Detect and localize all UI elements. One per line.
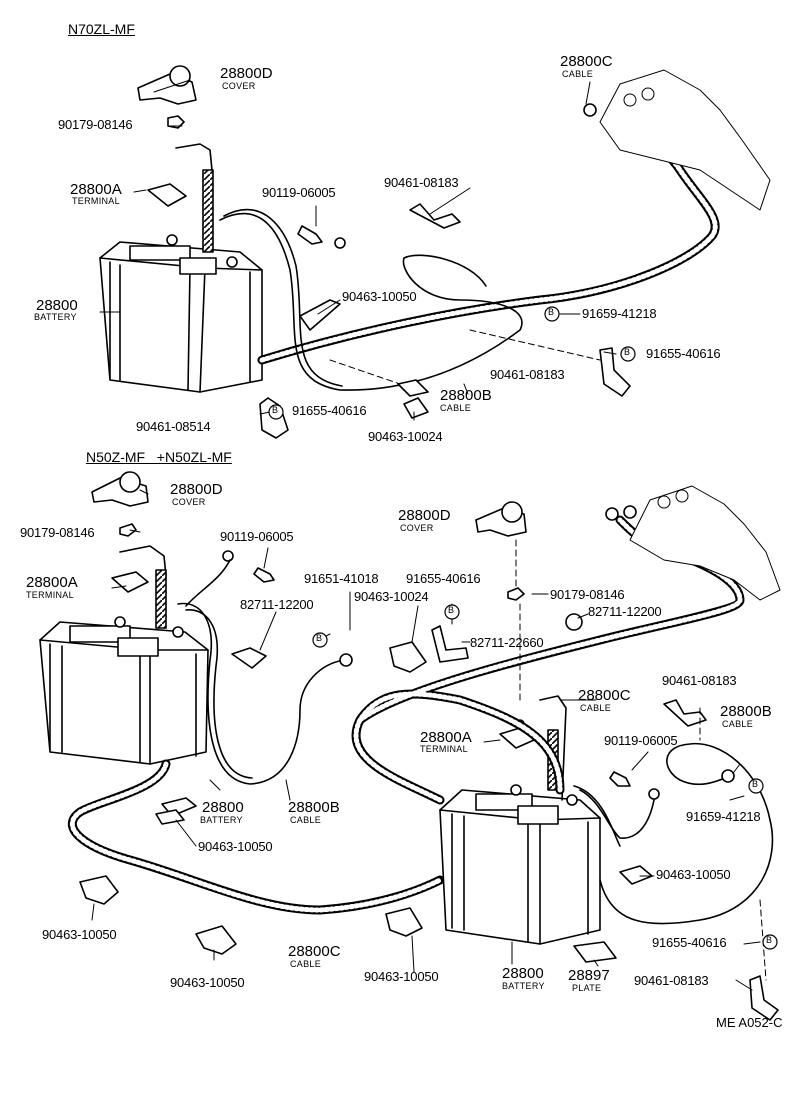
part-90461-label: 90461-08183 [384,175,459,190]
part-28800C-label: 28800C [288,943,341,960]
part-28800D-label: 28800D [170,481,223,498]
part-82711-label: 82711-22660 [470,635,544,650]
part-28897-label: 28897 [568,967,610,984]
part-82711-label: 82711-12200 [240,597,314,612]
part-28800B-label: 28800B [720,703,772,720]
part-82711-label: 82711-12200 [588,604,662,619]
battery-bottom-right [439,784,601,945]
battery-top [99,234,263,393]
part-90463-label: 90463-10050 [342,289,417,304]
b-mark: B [272,405,279,415]
part-28800-label: 28800 [36,297,78,314]
part-91659-label: 91659-41218 [582,306,657,321]
b-mark: B [624,347,631,357]
part-91655-label: 91655-40616 [652,935,727,950]
part-28800-label: 28800 [202,799,244,816]
part-28800-desc: BATTERY [34,312,77,322]
section-header-bottom: N50Z-MF +N50ZL-MF [86,449,232,465]
b-mark: B [548,307,555,317]
part-90119-label: 90119-06005 [604,733,678,748]
part-90179-label: 90179-08146 [550,587,625,602]
part-28800A-desc: TERMINAL [26,590,74,600]
part-91651-label: 91651-41018 [304,571,379,586]
starter-top [599,69,771,211]
part-28800C-desc: CABLE [562,69,594,79]
part-90119-label: 90119-06005 [220,529,294,544]
b-mark: B [766,935,773,945]
part-28800D-desc: COVER [400,523,434,533]
part-28897-desc: PLATE [572,983,602,993]
b-mark: B [448,605,455,615]
part-28800C-desc: CABLE [580,703,612,713]
part-28800B-desc: CABLE [440,403,472,413]
part-90463-label: 90463-10024 [368,429,443,444]
part-28800-desc: BATTERY [502,981,545,991]
part-90463-label: 90463-10050 [364,969,439,984]
part-90461-label: 90461-08183 [490,367,565,382]
part-90463-label: 90463-10024 [354,589,429,604]
part-90463-label: 90463-10050 [198,839,273,854]
part-28800D-label: 28800D [220,65,273,82]
b-mark: B [752,779,759,789]
part-90119-label: 90119-06005 [262,185,336,200]
part-28800B-label: 28800B [288,799,340,816]
part-28800A-label: 28800A [70,181,122,198]
b-mark: B [316,633,323,643]
part-90461-label: 90461-08514 [136,419,211,434]
part-90461-label: 90461-08183 [634,973,709,988]
part-90463-label: 90463-10050 [656,867,731,882]
part-90463-label: 90463-10050 [170,975,245,990]
section-header-top: N70ZL-MF [68,21,135,37]
part-28800C-desc: CABLE [290,959,322,969]
figure-code: ME A052-C [716,1015,783,1030]
part-28800-label: 28800 [502,965,544,982]
part-91659-label: 91659-41218 [686,809,761,824]
part-91655-label: 91655-40616 [406,571,481,586]
battery-bottom-left [39,616,209,765]
part-28800B-label: 28800B [440,387,492,404]
part-28800B-desc: CABLE [290,815,322,825]
part-91655-label: 91655-40616 [646,346,721,361]
part-91655-label: 91655-40616 [292,403,367,418]
part-28800D-desc: COVER [172,497,206,507]
part-28800A-label: 28800A [420,729,472,746]
part-90179-label: 90179-08146 [58,117,133,132]
part-90463-label: 90463-10050 [42,927,117,942]
part-28800A-desc: TERMINAL [72,196,120,206]
part-28800C-label: 28800C [578,687,631,704]
part-28800D-label: 28800D [398,507,451,524]
part-90179-label: 90179-08146 [20,525,95,540]
part-28800C-label: 28800C [560,53,613,70]
part-28800B-desc: CABLE [722,719,754,729]
starter-bottom [629,485,781,601]
part-28800A-label: 28800A [26,574,78,591]
part-90461-label: 90461-08183 [662,673,737,688]
part-28800A-desc: TERMINAL [420,744,468,754]
part-28800-desc: BATTERY [200,815,243,825]
part-28800D-desc: COVER [222,81,256,91]
